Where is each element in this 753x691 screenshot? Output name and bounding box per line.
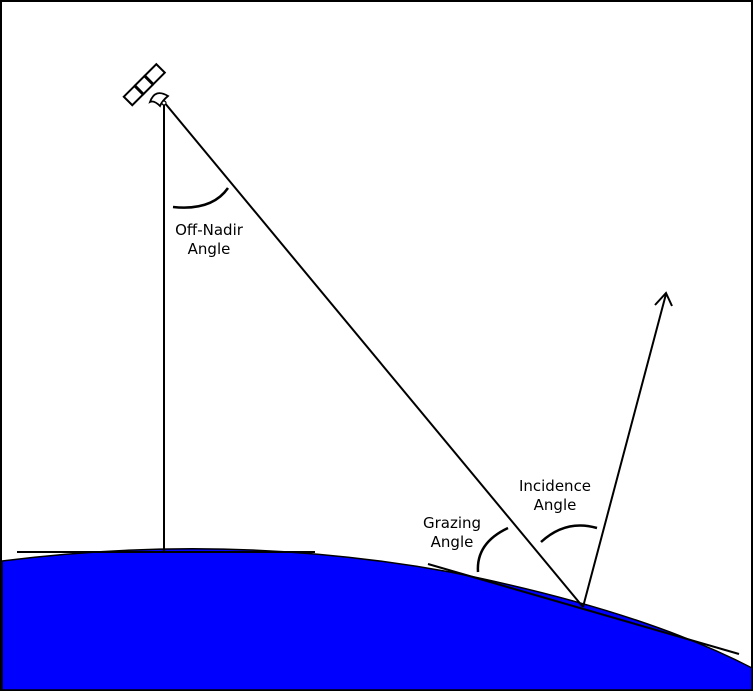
earth-surface [1, 548, 753, 691]
grazing-label-line-2: Angle [430, 533, 474, 551]
incidence-label-line-2: Angle [533, 496, 577, 514]
off-nadir-angle-arc [172, 187, 230, 209]
line-of-sight [163, 101, 584, 608]
incidence-label-line-1: Incidence [518, 477, 592, 495]
grazing-angle-label: Grazing Angle [423, 514, 481, 552]
off-nadir-label-line-1: Off-Nadir [175, 221, 243, 239]
incidence-angle-arc [540, 524, 598, 543]
incidence-angle-label: Incidence Angle [519, 477, 591, 515]
grazing-angle-arc [476, 526, 509, 573]
arrow-head-icon [654, 291, 673, 307]
off-nadir-label-line-2: Angle [187, 240, 231, 258]
target-tangent-line [427, 563, 740, 655]
off-nadir-angle-label: Off-Nadir Angle [175, 221, 243, 259]
grazing-label-line-1: Grazing [422, 514, 482, 532]
surface-normal-line [582, 293, 667, 608]
satellite-icon [122, 62, 167, 107]
satellite-dish-icon [148, 92, 170, 108]
